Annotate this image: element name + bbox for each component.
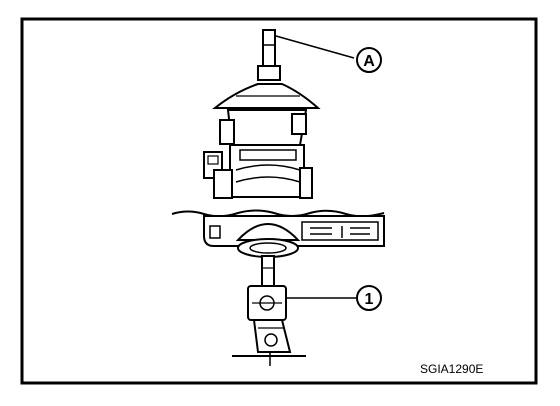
figure-frame — [20, 17, 538, 385]
callout-a-label: A — [363, 53, 375, 70]
callout-a: A — [275, 35, 382, 73]
callout-1-circle — [356, 285, 382, 311]
callout-1: 1 — [286, 285, 382, 311]
callout-a-circle — [356, 47, 382, 73]
steering-column-lower — [232, 238, 306, 366]
mounting-plate — [171, 209, 385, 247]
steering-column-upper — [203, 29, 321, 199]
figure-code: SGIA1290E — [420, 362, 483, 376]
callout-1-label: 1 — [365, 291, 374, 308]
